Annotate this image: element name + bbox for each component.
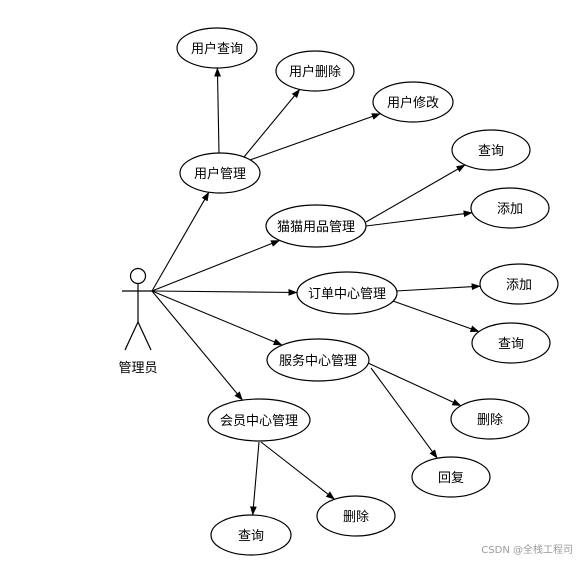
edge-order-to-add xyxy=(395,283,481,292)
usecase-cat-goods-management-ellipse xyxy=(265,204,367,248)
usecase-service-center-management-label: 服务中心管理 xyxy=(279,353,357,369)
edge-user-management-to-edit xyxy=(249,113,381,161)
watermark-text: CSDN @全栈工程司 xyxy=(481,543,573,556)
edge-admin-to-user-management xyxy=(151,191,210,292)
edge-admin-to-order-management xyxy=(151,288,298,296)
edge-user-management-to-query xyxy=(214,67,221,154)
usecase-order-center-management: 订单中心管理 xyxy=(296,271,398,315)
actor-label: 管理员 xyxy=(118,361,157,376)
usecase-service-reply-ellipse xyxy=(411,456,491,498)
usecase-user-management: 用户管理 xyxy=(179,152,261,194)
edge-cat-goods-to-add xyxy=(365,210,473,227)
usecase-service-reply-label: 回复 xyxy=(438,471,464,486)
usecase-cat-goods-management-label: 猫猫用品管理 xyxy=(277,220,355,235)
usecase-member-delete-label: 删除 xyxy=(343,510,369,525)
edge-cat-goods-to-query xyxy=(365,164,466,223)
usecase-user-edit-label: 用户修改 xyxy=(387,95,439,111)
usecase-member-query: 查询 xyxy=(210,514,292,556)
usecase-member-query-label: 查询 xyxy=(238,529,264,544)
usecase-service-delete-label: 删除 xyxy=(477,413,503,428)
edge-member-to-delete xyxy=(260,441,335,500)
usecase-order-query-label: 查询 xyxy=(498,337,524,352)
edge-admin-to-cat-goods-management xyxy=(151,239,281,292)
actor-right-leg xyxy=(137,321,152,351)
usecase-service-delete: 删除 xyxy=(450,398,530,440)
actor-admin: 管理员 xyxy=(118,267,158,376)
edge-member-to-query xyxy=(250,441,260,516)
usecase-order-add-label: 添加 xyxy=(506,278,532,293)
actor-left-leg xyxy=(124,321,139,351)
usecase-member-delete: 删除 xyxy=(316,495,396,537)
usecase-service-center-management: 服务中心管理 xyxy=(266,338,370,382)
usecase-user-query-ellipse xyxy=(176,27,258,69)
usecase-cat-goods-add-ellipse xyxy=(470,187,550,229)
usecase-user-delete: 用户删除 xyxy=(275,50,355,92)
usecase-cat-goods-add: 添加 xyxy=(470,187,550,229)
edge-admin-to-member-management xyxy=(151,290,243,401)
usecase-service-center-management-ellipse xyxy=(266,338,370,382)
usecase-member-center-management-ellipse xyxy=(207,398,311,442)
usecase-order-add: 添加 xyxy=(479,263,559,305)
edges-layer xyxy=(151,67,481,516)
usecase-cat-goods-query-ellipse xyxy=(451,129,531,171)
usecase-order-center-management-label: 订单中心管理 xyxy=(308,287,386,302)
usecase-member-query-ellipse xyxy=(210,514,292,556)
usecase-member-center-management: 会员中心管理 xyxy=(207,398,311,442)
usecase-user-edit: 用户修改 xyxy=(372,81,454,123)
actor-head xyxy=(129,267,147,285)
usecase-member-center-management-label: 会员中心管理 xyxy=(220,414,298,429)
usecase-cat-goods-management: 猫猫用品管理 xyxy=(265,204,367,248)
nodes-layer: 用户管理用户查询用户删除用户修改猫猫用品管理查询添加订单中心管理添加查询服务中心… xyxy=(176,27,559,556)
usecase-service-delete-ellipse xyxy=(450,398,530,440)
usecase-user-query-label: 用户查询 xyxy=(191,41,243,57)
usecase-member-delete-ellipse xyxy=(316,495,396,537)
usecase-user-management-label: 用户管理 xyxy=(194,166,246,182)
usecase-user-delete-ellipse xyxy=(275,50,355,92)
edge-order-to-query xyxy=(392,300,480,333)
edge-service-to-reply xyxy=(370,367,438,459)
edge-user-management-to-delete xyxy=(243,89,301,158)
edge-service-to-delete xyxy=(367,362,462,407)
usecase-order-query-ellipse xyxy=(471,322,551,364)
usecase-user-management-ellipse xyxy=(179,152,261,194)
usecase-cat-goods-query-label: 查询 xyxy=(478,144,504,159)
usecase-user-query: 用户查询 xyxy=(176,27,258,69)
usecase-service-reply: 回复 xyxy=(411,456,491,498)
usecase-order-query: 查询 xyxy=(471,322,551,364)
usecase-cat-goods-add-label: 添加 xyxy=(497,202,523,217)
usecase-order-center-management-ellipse xyxy=(296,271,398,315)
usecase-user-delete-label: 用户删除 xyxy=(289,64,341,80)
usecase-user-edit-ellipse xyxy=(372,81,454,123)
usecase-order-add-ellipse xyxy=(479,263,559,305)
edge-admin-to-service-management xyxy=(151,290,283,346)
usecase-cat-goods-query: 查询 xyxy=(451,129,531,171)
